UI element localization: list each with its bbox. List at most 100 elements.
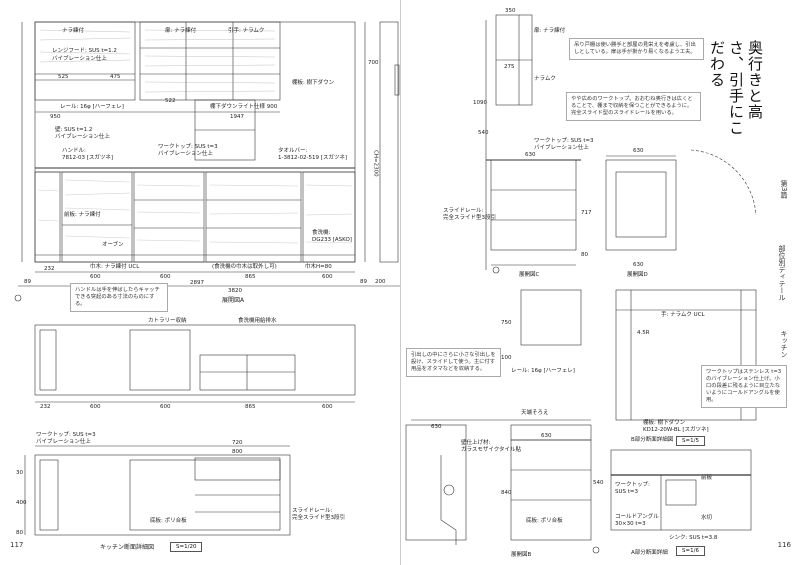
label-b-wall: 壁仕上げ材: (461, 440, 491, 446)
label-section-worktop: ワークトップ: SUS t=3 (36, 432, 96, 438)
dim: 630 (525, 152, 536, 158)
label-front-board: 前板: ナラ練付 (64, 212, 101, 218)
dim: 1090 (473, 100, 487, 106)
label-detail-cold-angle: コールドアングル (615, 514, 659, 520)
label-slide-rail: スライドレール: (292, 508, 333, 514)
dim: 865 (245, 274, 256, 280)
label-detail-water: 水切 (701, 515, 713, 521)
dim: 600 (160, 274, 171, 280)
label-detail-shelf: 棚板: 樹下ダウン (643, 420, 686, 426)
dim: 865 (245, 404, 256, 410)
section-scale: S=1/20 (170, 542, 203, 552)
detail-note: ワークトップはステンレス t=3のバイブレーション仕上げ。小口の段差に残るように… (701, 365, 787, 408)
dim: 630 (633, 262, 644, 268)
label-lighting: 棚下ダウンライト仕様 900 (210, 104, 278, 110)
dim: 2897 (190, 280, 204, 286)
label-worktop-finish: バイブレーション仕上 (158, 151, 213, 157)
label-upper-glass: 扉: ナラ練付 (165, 28, 197, 34)
dim: 540 (593, 480, 604, 486)
section-b-title: 展開図B (511, 552, 532, 558)
detail-a-scale: S=1/6 (676, 546, 705, 556)
label-detail-angle-size: 30×30 t=3 (615, 521, 646, 527)
side-section-label: 部位別ディテール (778, 245, 786, 301)
dim: 840 (501, 490, 512, 496)
label-wall-finish: バイブレーション仕上 (55, 134, 110, 140)
dim: 200 (375, 279, 386, 285)
dim: 30 (16, 470, 23, 476)
label-b-ceiling: 天端そろえ (521, 410, 549, 416)
label-c-worktop: ワークトップ: SUS t=3 (534, 138, 594, 144)
label-detail-radius: 4.5R (637, 330, 650, 336)
label-c-pull: ナラムク (534, 76, 556, 82)
dim: 700 (368, 60, 379, 66)
dim: 232 (40, 404, 51, 410)
page-title: 奥行きと高さ、引手にこだわる (708, 40, 764, 136)
label-b-rail: レール: 16φ [ハーフェレ] (511, 368, 575, 374)
label-rail: レール: 16φ [ハーフェレ] (60, 104, 124, 110)
dim: 630 (431, 424, 442, 430)
dim: 232 (44, 266, 55, 272)
label-c-door: 扉: ナラ練付 (534, 28, 566, 34)
dim: 720 (232, 440, 243, 446)
label-ch: CH=2300 (372, 150, 379, 177)
label-detail-sink: シンク: SUS t=3.8 (669, 535, 718, 541)
dim: 630 (633, 148, 644, 154)
label-b-wall-material: ガラスモザイクタイル貼 (461, 447, 522, 453)
page-number-left: 117 (10, 541, 24, 549)
dim: 800 (232, 449, 243, 455)
dim: 525 (58, 74, 69, 80)
detail-a-title: A部分断面詳細 (631, 550, 668, 556)
handle-note: ハンドルは手を伸ばしたらキャッチできる突起のある寸法のものにする。 (70, 283, 168, 312)
label-plinth: 巾木: ナラ練付 UCL (90, 264, 140, 270)
label-detail-shelf-model: KD12-20W-BL [スガツネ] (643, 427, 709, 433)
label-detail-front: 前板 (701, 475, 713, 481)
label-range-hood-finish: バイブレーション仕上 (52, 56, 107, 62)
detail-b-scale: S=1/5 (676, 436, 705, 446)
elevation-d-title: 展開図D (627, 272, 648, 278)
label-upper-finish: ナラ練付 (62, 28, 85, 34)
dim: 400 (16, 500, 27, 506)
label-detail-pull: 手: ナラムク UCL (661, 312, 705, 318)
dim: 89 (24, 279, 31, 285)
right-page: 奥行きと高さ、引手にこだわる 第3篇 部位別ディテール キッチン 扉: ナラ練付… (400, 0, 800, 565)
label-dishwasher: 食洗機: (312, 230, 331, 236)
label-c-slide-rail-type: 完全スライド型3段引 (443, 215, 496, 221)
label-range-hood: レンジフード: SUS t=1.2 (52, 48, 117, 54)
dim: 600 (322, 274, 333, 280)
section-frame (34, 454, 291, 536)
right-drawings (405, 14, 757, 554)
label-plinth-right: 巾木H=80 (305, 264, 332, 270)
label-handle: ハンドル: (62, 148, 86, 154)
label-shelf-board: 棚板: 樹下ダウン (292, 80, 335, 86)
dim: 1947 (230, 114, 244, 120)
dim: 475 (110, 74, 121, 80)
plan-frame (34, 324, 356, 396)
label-dishwasher-model: DG233 [ASKO] (312, 237, 352, 243)
dim: 100 (501, 355, 512, 361)
left-page: ナラ練付 扉: ナラ練付 引手: ナラムク レンジフード: SUS t=1.2 … (10, 21, 400, 552)
detail-b-title: B部分断面詳細図 (631, 437, 674, 443)
left-drawings (14, 21, 400, 536)
elevation-d-note: やや広めのワークトップ。おおむね奥行きは広くとることで、棚まで収納を保つことがで… (566, 92, 701, 121)
section-title: キッチン断面詳細図 (100, 544, 155, 551)
dim: 600 (322, 404, 333, 410)
label-pull: 引手: ナラムク (228, 28, 265, 34)
label-c-worktop-finish: バイブレーション仕上 (534, 145, 589, 151)
dim: 3820 (228, 288, 242, 294)
label-towel-bar: タオルバー: (278, 148, 308, 154)
label-c-slide-rail: スライドレール: (443, 208, 484, 214)
dim: 350 (505, 8, 516, 14)
dim: 750 (501, 320, 512, 326)
dim: 80 (581, 252, 588, 258)
label-slide-rail-type: 完全スライド型3段引 (292, 515, 345, 521)
side-topic-label: キッチン (780, 330, 788, 358)
dim: 600 (90, 404, 101, 410)
elevation-c-note: 吊り戸棚は使い勝手と部屋の見栄えを考慮し、引出しとしている。扉は手が掛かり易くな… (569, 38, 704, 60)
label-cutlery: カトラリー収納 (148, 318, 187, 324)
dim: 540 (478, 130, 489, 136)
label-detail-worktop: ワークトップ: (615, 482, 650, 488)
dim: 600 (90, 274, 101, 280)
dim: 522 (165, 98, 176, 104)
chapter-label: 第3篇 (780, 180, 788, 199)
label-oven: オーブン (102, 242, 124, 248)
